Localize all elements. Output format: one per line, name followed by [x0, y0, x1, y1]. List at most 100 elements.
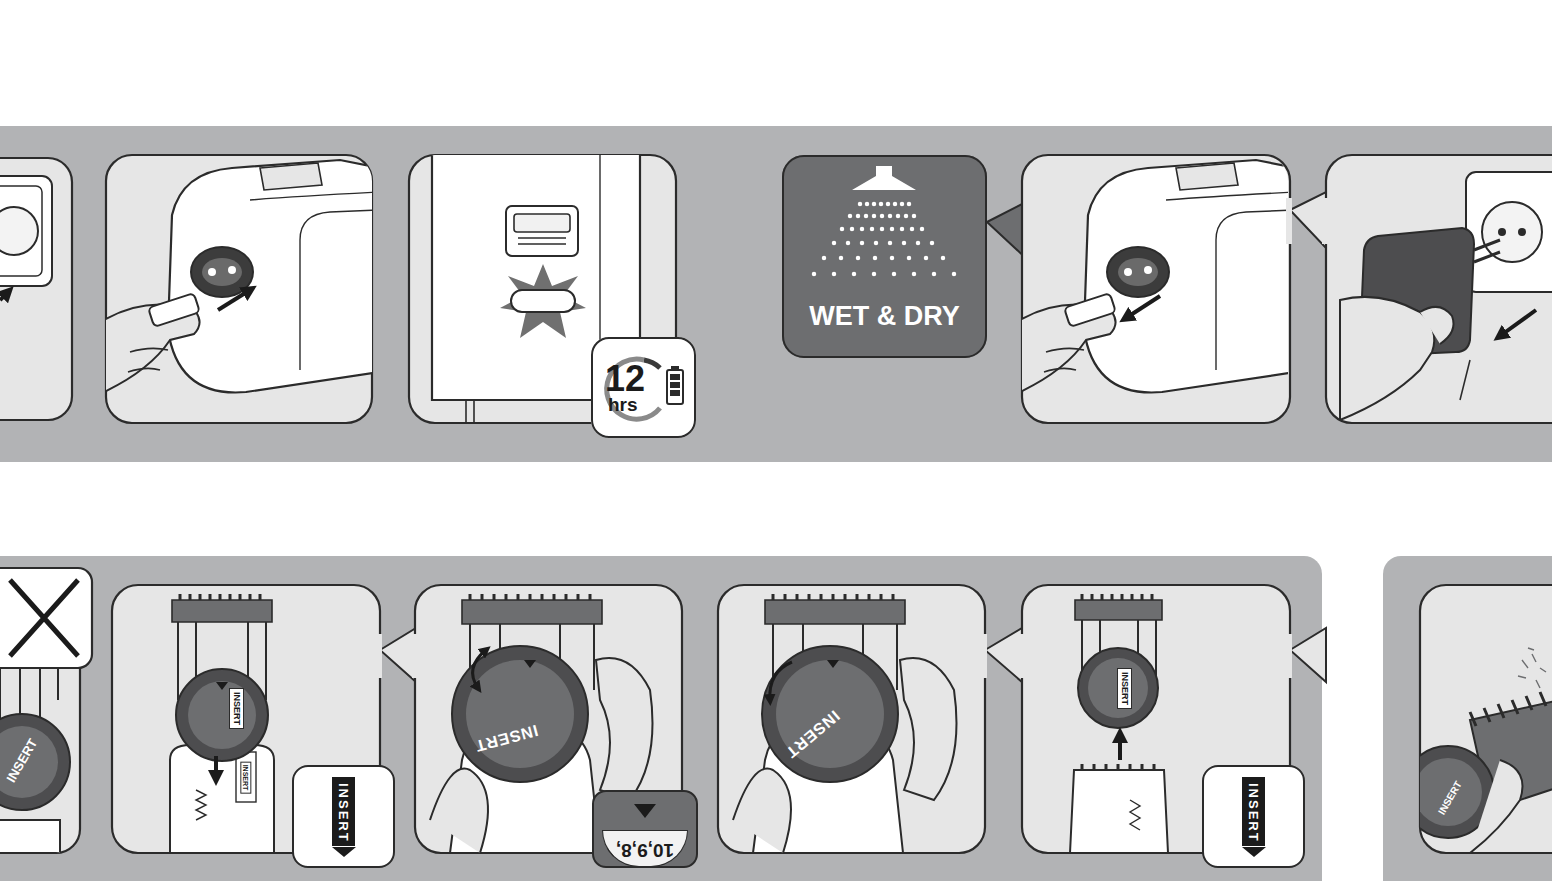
charging-panel [511, 290, 575, 312]
unplug-panel [1126, 296, 1160, 318]
wrong-panel [10, 580, 78, 656]
wet-dry-text: WET & DRY [784, 303, 985, 330]
plug-in-panel [202, 258, 242, 286]
attach-panel [112, 585, 380, 853]
battery-badge [644, 360, 660, 368]
lock-panel [900, 658, 957, 800]
battery-badge [591, 337, 696, 438]
lock-panel [981, 634, 987, 678]
dial-zoom-box: 10,9,8, [592, 790, 698, 868]
shower-icon [824, 256, 946, 261]
adapter-panel [1322, 198, 1328, 244]
plug-in-panel [300, 210, 372, 370]
attach-panel [236, 752, 256, 802]
attach-panel [188, 681, 256, 749]
socket-panel [0, 158, 72, 420]
shower-icon [782, 155, 987, 358]
shower-icon [814, 272, 956, 277]
adapter-panel [1466, 172, 1552, 292]
grey-band [0, 126, 1552, 881]
lock-panel [718, 585, 985, 853]
plug-in-panel [168, 160, 372, 392]
dial-pointer [634, 804, 656, 818]
wrong-panel [0, 726, 58, 798]
set-length-panel [412, 585, 682, 853]
wet-dry-box: WET & DRY [782, 155, 987, 358]
remove-panel [1130, 800, 1140, 830]
adapter-panel [1420, 307, 1454, 344]
wrong-panel [0, 664, 58, 720]
remove-panel [1022, 585, 1290, 853]
insert-tag-box: INSERT [1202, 765, 1305, 868]
dial-label: INSERT [229, 687, 244, 728]
adapter-panel [1340, 172, 1552, 420]
set-length-panel [452, 646, 588, 782]
trimming-panel [1470, 692, 1546, 726]
lock-panel [733, 769, 791, 853]
socket-panel [0, 158, 72, 420]
shower-icon [852, 166, 916, 190]
lock-panel [773, 594, 893, 600]
set-length-panel [524, 660, 536, 668]
set-length-panel [466, 660, 574, 768]
insert-tag-box: INSERT [292, 765, 395, 868]
dial-scale: 10,9,8, [602, 830, 688, 867]
remove-panel [1075, 600, 1162, 620]
trimming-panel [1470, 760, 1523, 853]
attach-panel [180, 594, 260, 600]
shower-icon [850, 214, 920, 219]
plug-in-panel [260, 163, 322, 190]
battery-badge [670, 374, 680, 380]
remove-panel [1286, 634, 1292, 678]
adapter-panel [1498, 228, 1506, 236]
attach-panel [172, 600, 272, 622]
unplug-panel [1020, 155, 1326, 423]
plug-in-panel [228, 266, 236, 274]
plug-in-panel [128, 348, 168, 372]
unplug-panel [1286, 198, 1292, 244]
plug-in-panel [208, 268, 216, 276]
socket-panel [0, 176, 52, 300]
adapter-panel [1460, 360, 1470, 400]
unplug-panel [1020, 160, 1296, 392]
trimming-panel [1518, 648, 1546, 688]
dial-label: INSERT [1117, 667, 1132, 708]
charging-panel [500, 264, 586, 338]
battery-badge [670, 382, 680, 388]
remove-panel [1070, 770, 1168, 853]
remove-panel [1118, 735, 1122, 760]
adapter-panel [1474, 240, 1500, 262]
attach-panel [214, 756, 218, 778]
shower-icon [860, 202, 910, 207]
insert-tag: INSERT [332, 777, 355, 847]
lock-panel [985, 628, 1022, 682]
plug-in-panel [148, 293, 200, 327]
trimming-panel [1420, 758, 1482, 826]
remove-panel [1019, 634, 1025, 678]
attach-panel [216, 682, 228, 690]
set-length-panel [470, 594, 590, 600]
lock-panel [776, 660, 884, 768]
trimming-panel [1402, 585, 1552, 853]
lock-panel [718, 585, 1022, 853]
plug-in-panel [106, 160, 372, 392]
shower-icon [834, 241, 936, 246]
remove-panel [1082, 764, 1154, 770]
charging-panel [518, 237, 566, 238]
tag-tip [332, 847, 356, 857]
attach-panel [176, 669, 268, 761]
trimming-panel [1420, 585, 1552, 853]
grey-band [0, 556, 1322, 881]
charging-panel [409, 140, 676, 430]
remove-panel [1088, 658, 1148, 718]
shower-icon [782, 155, 1030, 358]
set-length-panel [462, 600, 602, 624]
wrong-panel [0, 568, 92, 853]
plug-in-panel [104, 155, 380, 423]
lock-panel [765, 600, 905, 624]
battery-badge [591, 337, 696, 438]
battery-badge [671, 366, 679, 370]
adapter-panel [1322, 155, 1552, 423]
